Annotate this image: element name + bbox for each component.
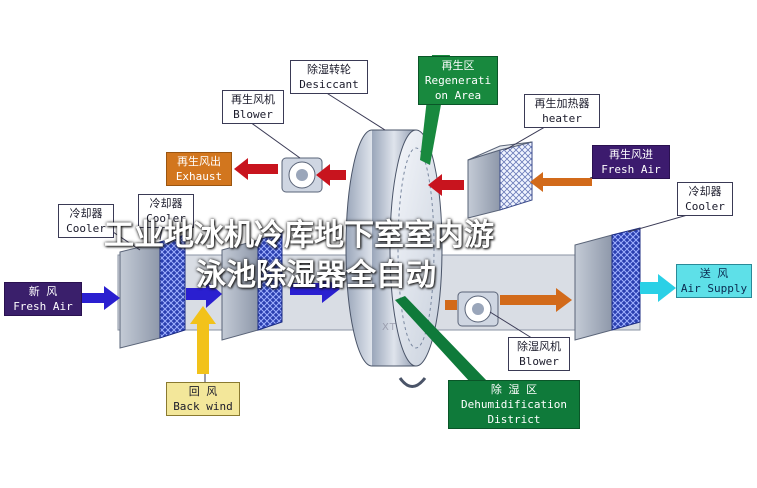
overlay-title-line2: 泳池除湿器全自动 — [196, 258, 436, 293]
arrow-heater-to-wheel — [428, 174, 464, 196]
label-regen-fresh-air-en: Fresh Air — [601, 163, 661, 176]
label-air-supply: 送 风 Air Supply — [676, 264, 752, 298]
label-fresh-air: 新 风 Fresh Air — [4, 282, 82, 316]
label-cooler-mid-zh: 冷却器 — [149, 197, 183, 210]
label-regeneration-en2: on Area — [434, 89, 482, 102]
label-regeneration-area: 再生区 Regenerati on Area — [418, 56, 498, 105]
label-regen-heater: 再生加热器 heater — [524, 94, 600, 128]
arrow-to-wheel — [290, 275, 340, 303]
label-back-wind-zh: 回 风 — [188, 385, 218, 398]
label-cooler-right-zh: 冷却器 — [688, 185, 722, 198]
label-back-wind-en: Back wind — [173, 400, 233, 413]
label-regen-fresh-air-zh: 再生风进 — [609, 148, 653, 161]
heater-unit — [467, 141, 533, 219]
label-regen-heater-en: heater — [542, 112, 582, 125]
label-regen-fresh-air: 再生风进 Fresh Air — [592, 145, 670, 179]
label-exhaust: 再生风出 Exhaust — [166, 152, 232, 186]
label-regen-blower-en: Blower — [233, 108, 273, 121]
label-back-wind: 回 风 Back wind — [166, 382, 240, 416]
regen-blower-unit — [281, 157, 323, 193]
arrow-fresh-air-in — [82, 286, 120, 310]
label-cooler-right-en: Cooler — [685, 200, 725, 213]
label-cooler-left-zh: 冷却器 — [69, 207, 103, 220]
cooler-mid-unit — [221, 232, 283, 341]
dehum-callout-wedge — [395, 296, 488, 382]
label-dehum-blower-en: Blower — [519, 355, 559, 368]
label-cooler-left: 冷却器 Cooler — [58, 204, 114, 238]
desiccant-wheel — [345, 129, 443, 388]
label-dehum-district-zh: 除 湿 区 — [490, 383, 538, 396]
label-desiccant-zh: 除湿转轮 — [307, 63, 351, 76]
label-regen-blower: 再生风机 Blower — [222, 90, 284, 124]
arrow-back-wind — [190, 306, 216, 374]
overlay-title-line1: 工业地冰机冷库地下室室内游 — [104, 218, 494, 253]
label-cooler-mid: 冷却器 Cooler — [138, 194, 194, 228]
label-regen-blower-zh: 再生风机 — [231, 93, 275, 106]
label-dehum-blower-zh: 除湿风机 — [517, 340, 561, 353]
label-regeneration-en: Regenerati — [424, 74, 492, 87]
label-dehum-district-en2: District — [487, 413, 541, 426]
label-desiccant: 除湿转轮 Desiccant — [290, 60, 368, 94]
label-air-supply-zh: 送 风 — [699, 267, 729, 280]
arrow-wheel-to-regen-blower — [316, 164, 346, 186]
arrow-exhaust — [234, 158, 278, 180]
arrow-wheel-to-blower — [445, 300, 457, 310]
label-cooler-right: 冷却器 Cooler — [677, 182, 733, 216]
watermark: XT — [382, 322, 397, 333]
label-regeneration-zh: 再生区 — [441, 59, 475, 72]
label-air-supply-en: Air Supply — [680, 282, 748, 295]
label-dehum-district-en: Dehumidification — [461, 398, 567, 411]
dehum-blower-unit — [457, 291, 499, 327]
label-regen-heater-zh: 再生加热器 — [534, 97, 590, 110]
cooler-left-unit — [119, 234, 186, 349]
cooler-right-unit — [574, 227, 641, 341]
arrow-air-supply — [640, 274, 676, 302]
arrow-cooler-to-cooler — [186, 280, 222, 308]
arrow-blower-to-cooler — [500, 288, 572, 312]
label-fresh-air-en: Fresh Air — [13, 300, 73, 313]
arrow-regen-fresh-air — [530, 172, 592, 192]
label-cooler-left-en: Cooler — [66, 222, 106, 235]
label-exhaust-en: Exhaust — [175, 170, 223, 183]
label-dehum-district: 除 湿 区 Dehumidification District — [448, 380, 580, 429]
label-fresh-air-zh: 新 风 — [28, 285, 58, 298]
label-desiccant-en: Desiccant — [299, 78, 359, 91]
label-exhaust-zh: 再生风出 — [177, 155, 221, 168]
label-cooler-mid-en: Cooler — [146, 212, 186, 225]
label-dehum-blower: 除湿风机 Blower — [508, 337, 570, 371]
